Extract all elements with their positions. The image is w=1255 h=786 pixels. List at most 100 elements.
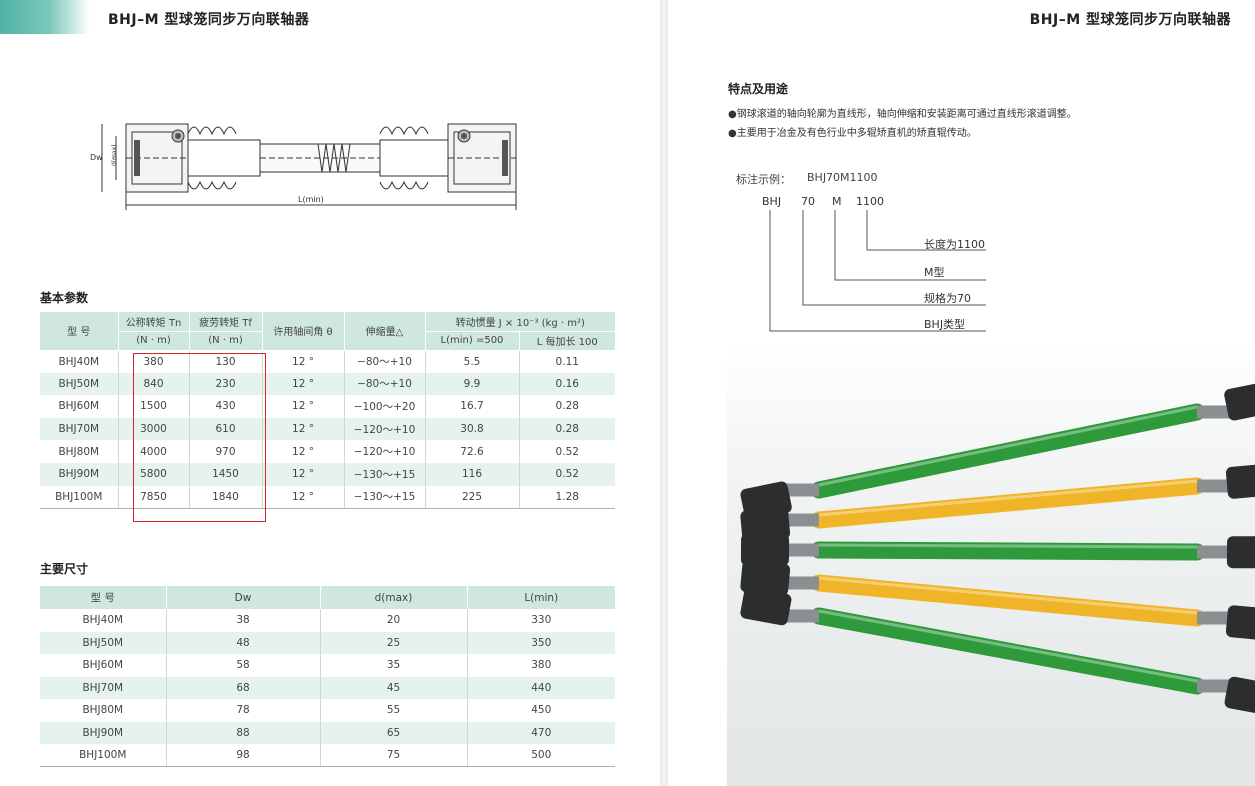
params-cell-stroke: −120～+10 xyxy=(344,417,426,441)
params-cell-j_lmin: 5.5 xyxy=(425,350,520,373)
params-cell-tn: 1500 xyxy=(118,395,190,418)
coupling-shafts-image xyxy=(740,381,1255,715)
params-header-inertia-lmin: L(min) =500 xyxy=(425,331,520,351)
params-cell-stroke: −120～+10 xyxy=(344,440,426,463)
params-cell-j_add: 0.28 xyxy=(519,417,615,441)
dims-header-model: 型 号 xyxy=(40,586,167,609)
dims-cell-dw: 78 xyxy=(166,699,321,722)
params-header-fatigue-torque: 疲劳转矩 Tf xyxy=(189,312,263,332)
left-page-header: BHJ–M 型球笼同步万向联轴器 xyxy=(108,12,310,28)
params-header-inertia: 转动惯量 J × 10⁻³ (kg · m²) xyxy=(425,312,615,332)
params-cell-angle: 12 ° xyxy=(262,372,345,396)
dims-cell-model: BHJ40M xyxy=(40,609,167,632)
params-cell-angle: 12 ° xyxy=(262,440,345,463)
params-cell-tn: 3000 xyxy=(118,417,190,441)
params-cell-model: BHJ80M xyxy=(40,440,119,463)
params-section-title: 基本参数 xyxy=(40,291,89,305)
params-cell-j_lmin: 72.6 xyxy=(425,440,520,463)
params-cell-stroke: −130～+15 xyxy=(344,485,426,509)
params-cell-j_add: 0.52 xyxy=(519,462,615,486)
params-cell-tn: 4000 xyxy=(118,440,190,463)
example-code: BHJ70M1100 xyxy=(807,171,878,184)
product-photo xyxy=(727,340,1255,786)
params-cell-tf: 230 xyxy=(189,372,263,396)
dims-cell-l: 450 xyxy=(531,704,552,717)
dims-cell-d: 55 xyxy=(320,699,468,722)
params-cell-tf: 610 xyxy=(189,417,263,441)
right-page-header: BHJ–M 型球笼同步万向联轴器 xyxy=(1029,12,1231,28)
drawing-label-dw: Dw xyxy=(90,153,103,162)
params-cell-j_add: 1.28 xyxy=(519,485,615,509)
dims-cell-model: BHJ50M xyxy=(40,631,167,654)
params-cell-angle: 12 ° xyxy=(262,462,345,486)
code-part-model: M xyxy=(832,195,842,208)
params-cell-model: BHJ100M xyxy=(40,485,119,509)
params-cell-angle: 12 ° xyxy=(262,350,345,373)
params-header-nominal-torque-unit: (N · m) xyxy=(118,331,190,351)
params-cell-j_lmin: 116 xyxy=(425,462,520,486)
code-part-type: BHJ xyxy=(762,195,782,208)
example-leader-lines xyxy=(769,210,986,332)
dims-cell-dw: 48 xyxy=(166,631,321,654)
highlight-torque-box xyxy=(133,353,266,522)
feature-item-1: ●钢球滚道的轴向轮廓为直线形，轴向伸缩和安装距离可通过直线形滚道调整。 xyxy=(728,109,1077,120)
dims-cell-dw: 88 xyxy=(166,721,321,744)
coupling-section-drawing: Dw d(max) L(min) xyxy=(90,123,517,210)
dims-cell-d: 65 xyxy=(320,721,468,744)
dims-cell-model: BHJ100M xyxy=(40,744,167,767)
params-cell-stroke: −80～+10 xyxy=(344,372,426,396)
params-cell-j_add: 0.28 xyxy=(555,400,579,413)
params-cell-j_lmin: 16.7 xyxy=(425,395,520,418)
meaning-model: M型 xyxy=(924,266,945,279)
params-cell-stroke: −100～+20 xyxy=(344,395,426,418)
page-gutter xyxy=(660,0,668,786)
params-cell-j_lmin: 225 xyxy=(425,485,520,509)
params-header-nominal-torque: 公称转矩 Tn xyxy=(118,312,190,332)
params-cell-j_add: 0.16 xyxy=(519,372,615,396)
dims-cell-l: 330 xyxy=(531,614,552,627)
dims-cell-dw: 68 xyxy=(166,676,321,699)
params-cell-tf: 130 xyxy=(189,350,263,373)
params-cell-tf: 970 xyxy=(189,440,263,463)
params-cell-tf: 1450 xyxy=(189,462,263,486)
dims-cell-d: 75 xyxy=(320,744,468,767)
coupling-shaft xyxy=(740,587,1255,715)
params-cell-angle: 12 ° xyxy=(262,417,345,441)
dims-cell-model: BHJ60M xyxy=(40,654,167,677)
meaning-type: BHJ类型 xyxy=(924,318,966,331)
example-label: 标注示例： xyxy=(736,173,791,186)
dims-cell-l: 350 xyxy=(467,631,615,654)
code-part-length: 1100 xyxy=(856,195,884,208)
params-table: 型 号 公称转矩 Tn 疲劳转矩 Tf 许用轴间角 θ 伸缩量△ 转动惯量 J … xyxy=(40,312,615,509)
coupling-shaft xyxy=(740,533,1255,569)
params-cell-tn: 840 xyxy=(118,372,190,396)
dims-cell-dw: 58 xyxy=(166,654,321,677)
dims-cell-model: BHJ90M xyxy=(40,721,167,744)
params-cell-model: BHJ50M xyxy=(40,372,119,396)
dims-header-d: d(max) xyxy=(320,586,468,609)
params-cell-j_lmin: 30.8 xyxy=(425,417,520,441)
params-cell-j_add: 0.11 xyxy=(555,355,579,368)
header-accent-band xyxy=(0,0,90,34)
params-cell-j_add: 0.52 xyxy=(555,445,579,458)
params-cell-tn: 380 xyxy=(118,350,190,373)
params-cell-tn: 5800 xyxy=(118,462,190,486)
params-cell-stroke: −80～+10 xyxy=(344,350,426,373)
dims-cell-dw: 98 xyxy=(166,744,321,767)
dims-cell-model: BHJ70M xyxy=(40,676,167,699)
features-title: 特点及用途 xyxy=(728,82,789,96)
dims-cell-d: 25 xyxy=(320,631,468,654)
dims-header-dw: Dw xyxy=(166,586,321,609)
